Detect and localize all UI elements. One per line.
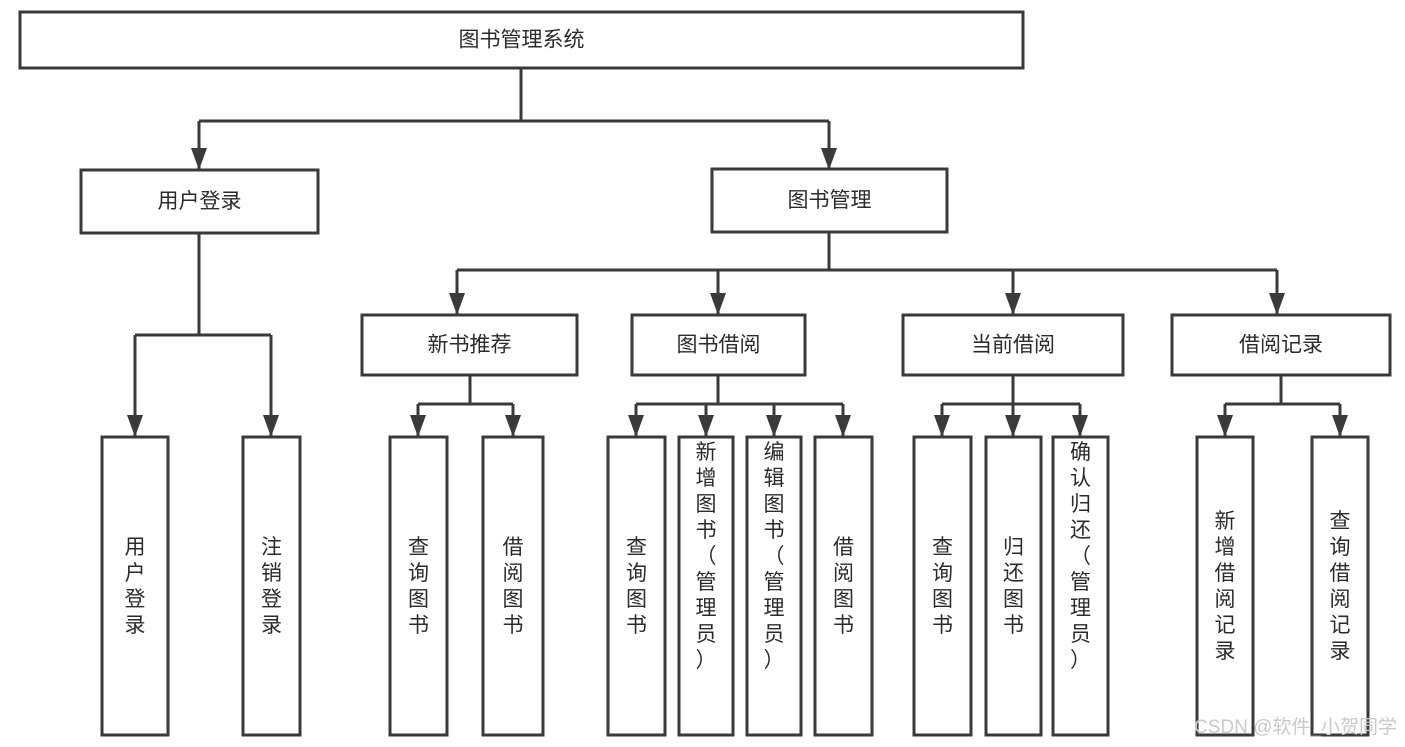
arrow-head-icon: [628, 415, 644, 437]
node-label: 图书借阅: [677, 334, 761, 357]
arrow-head-icon: [1005, 293, 1021, 315]
node-leaf-query-book-1[interactable]: 查询图书: [388, 435, 449, 737]
node-label: 用户登录: [158, 190, 242, 213]
node-leaf-query-book-3[interactable]: 查询图书: [912, 435, 973, 737]
arrow-head-icon: [1332, 415, 1348, 437]
arrow-head-icon: [698, 415, 714, 437]
arrow-head-icon: [505, 415, 521, 437]
node-box-leaf-query-borrow-record[interactable]: [1310, 435, 1370, 737]
arrow-head-icon: [934, 415, 950, 437]
node-label: 查询图书: [932, 536, 953, 637]
arrow-head-icon: [821, 148, 837, 170]
arrow-head-icon: [710, 293, 726, 315]
node-leaf-edit-book-admin[interactable]: 编辑图书（管理员）: [745, 435, 803, 737]
node-box-user-login[interactable]: [79, 168, 320, 235]
node-book-borrow[interactable]: 图书借阅: [630, 313, 807, 377]
node-box-leaf-query-book-2[interactable]: [606, 435, 667, 737]
node-root[interactable]: 图书管理系统: [18, 10, 1025, 70]
arrow-head-icon: [410, 415, 426, 437]
arrow-head-icon: [1217, 415, 1233, 437]
node-book-manage[interactable]: 图书管理: [710, 167, 949, 234]
node-borrow-record[interactable]: 借阅记录: [1170, 313, 1392, 377]
node-box-current-borrow[interactable]: [901, 313, 1125, 377]
node-box-book-borrow[interactable]: [630, 313, 807, 377]
node-box-leaf-edit-book-admin[interactable]: [745, 435, 803, 737]
arrow-head-icon: [191, 148, 207, 170]
node-label: 当前借阅: [971, 334, 1055, 357]
arrow-head-icon: [127, 415, 143, 437]
node-leaf-logout-login[interactable]: 注销登录: [241, 435, 302, 737]
node-label: 查询借阅记录: [1330, 510, 1351, 663]
node-user-login[interactable]: 用户登录: [79, 168, 320, 235]
nodes-layer: 图书管理系统用户登录图书管理新书推荐图书借阅当前借阅借阅记录用户登录注销登录查询…: [18, 10, 1392, 737]
node-box-leaf-user-login[interactable]: [100, 435, 170, 737]
node-leaf-user-login[interactable]: 用户登录: [100, 435, 170, 737]
node-label: 借阅图书: [503, 536, 524, 637]
node-leaf-query-book-2[interactable]: 查询图书: [606, 435, 667, 737]
node-label: 图书管理: [788, 189, 872, 212]
node-box-leaf-query-book-3[interactable]: [912, 435, 973, 737]
node-new-book-recommend[interactable]: 新书推荐: [360, 313, 579, 377]
arrow-head-icon: [1072, 415, 1088, 437]
node-label: 注销登录: [261, 536, 282, 637]
node-box-leaf-borrow-book-2[interactable]: [813, 435, 874, 737]
node-label: 借阅记录: [1239, 334, 1323, 357]
arrow-head-icon: [1269, 293, 1285, 315]
node-label: 新增借阅记录: [1215, 510, 1236, 663]
node-box-leaf-confirm-return-admin[interactable]: [1051, 435, 1110, 737]
csdn-watermark: CSDN @软件_小贺同学: [1194, 716, 1397, 738]
node-box-leaf-return-book[interactable]: [984, 435, 1043, 737]
connectors-layer: [127, 68, 1348, 437]
node-box-leaf-add-borrow-record[interactable]: [1195, 435, 1255, 737]
node-label: 查询图书: [626, 536, 647, 637]
node-label: 用户登录: [125, 536, 146, 637]
node-label: 新书推荐: [428, 334, 512, 357]
node-label: 编辑图书（管理员）: [764, 441, 785, 672]
node-box-leaf-borrow-book-1[interactable]: [481, 435, 545, 737]
arrow-head-icon: [449, 293, 465, 315]
node-leaf-add-book-admin[interactable]: 新增图书（管理员）: [677, 435, 735, 737]
node-label: 新增图书（管理员）: [696, 441, 717, 672]
node-label: 查询图书: [408, 536, 429, 637]
node-label: 确认归还（管理员）: [1070, 441, 1091, 672]
node-box-root[interactable]: [18, 10, 1025, 70]
node-box-leaf-add-book-admin[interactable]: [677, 435, 735, 737]
node-box-new-book-recommend[interactable]: [360, 313, 579, 377]
arrow-head-icon: [263, 415, 279, 437]
node-box-leaf-logout-login[interactable]: [241, 435, 302, 737]
node-box-book-manage[interactable]: [710, 167, 949, 234]
node-label: 归还图书: [1003, 536, 1024, 637]
node-label: 借阅图书: [833, 536, 854, 637]
node-label: 图书管理系统: [459, 29, 585, 52]
arrow-head-icon: [766, 415, 782, 437]
node-leaf-add-borrow-record[interactable]: 新增借阅记录: [1195, 435, 1255, 737]
arrow-head-icon: [835, 415, 851, 437]
node-leaf-return-book[interactable]: 归还图书: [984, 435, 1043, 737]
node-leaf-borrow-book-1[interactable]: 借阅图书: [481, 435, 545, 737]
node-box-leaf-query-book-1[interactable]: [388, 435, 449, 737]
arrow-head-icon: [1005, 415, 1021, 437]
node-current-borrow[interactable]: 当前借阅: [901, 313, 1125, 377]
node-leaf-borrow-book-2[interactable]: 借阅图书: [813, 435, 874, 737]
node-leaf-query-borrow-record[interactable]: 查询借阅记录: [1310, 435, 1370, 737]
node-box-borrow-record[interactable]: [1170, 313, 1392, 377]
node-leaf-confirm-return-admin[interactable]: 确认归还（管理员）: [1051, 435, 1110, 737]
